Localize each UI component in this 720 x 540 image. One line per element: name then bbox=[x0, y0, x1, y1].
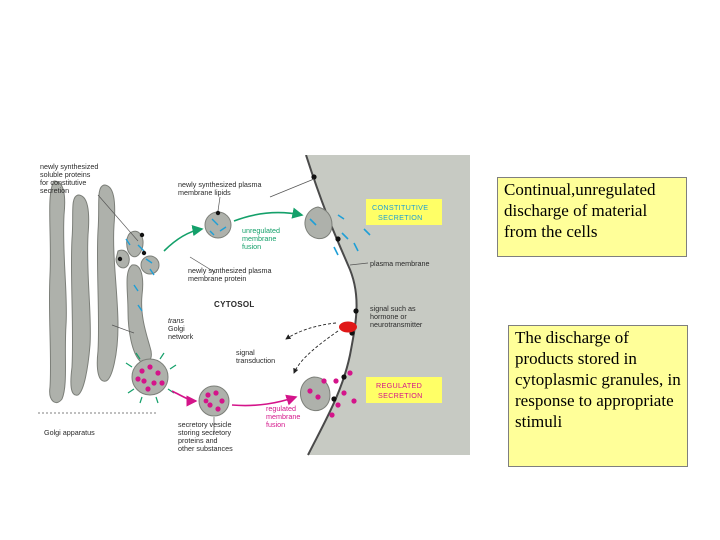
constitutive-cargo-tgn bbox=[125, 238, 155, 312]
constitutive-vesicle-protein bbox=[215, 210, 221, 216]
label-constitutive-proteins: newly synthesized soluble proteins for c… bbox=[40, 162, 100, 195]
arrow-tgn-to-secretory-vesicle bbox=[171, 390, 198, 407]
arrow-vesicle-to-membrane bbox=[233, 207, 304, 222]
label-signal: signal such as hormone or neurotransmitt… bbox=[370, 304, 423, 329]
label-plasma-protein: newly synthesized plasma membrane protei… bbox=[188, 266, 274, 283]
regulated-secretion-box bbox=[366, 377, 442, 403]
secretory-vesicle-cargo bbox=[203, 390, 225, 412]
golgi-apparatus-shape bbox=[48, 180, 152, 403]
label-secretory-vesicle: secretory vesicle storing secretory prot… bbox=[178, 420, 234, 453]
regulated-secretion-note: The discharge of products stored in cyto… bbox=[508, 325, 688, 467]
arrow-tgn-to-vesicle bbox=[163, 225, 204, 252]
label-regulated-secretion: REGULATED SECRETION bbox=[376, 381, 424, 400]
secreted-constitutive-cargo bbox=[309, 214, 371, 256]
label-regulated-fusion: regulated membrane fusion bbox=[266, 404, 302, 429]
label-trans-golgi: trans Golgi network bbox=[168, 316, 194, 341]
label-signal-transduction: signal transduction bbox=[236, 348, 275, 365]
label-unregulated-fusion: unregulated membrane fusion bbox=[242, 226, 282, 251]
label-plasma-lipids: newly synthesized plasma membrane lipids bbox=[178, 180, 264, 197]
leader-lines bbox=[38, 178, 369, 435]
secreted-regulated-cargo bbox=[307, 370, 357, 418]
secretion-pathways-diagram: newly synthesized soluble proteins for c… bbox=[38, 155, 470, 456]
constitutive-fusion-pit bbox=[304, 206, 333, 240]
membrane-protein-dots bbox=[311, 174, 359, 402]
golgi-membrane-proteins bbox=[117, 232, 147, 262]
regulated-cargo-dots-tgn bbox=[135, 364, 165, 392]
tgn-vesicle-regulated bbox=[131, 358, 169, 396]
constitutive-secretion-box bbox=[366, 199, 442, 225]
constitutive-secretion-note: Continual,unregulated discharge of mater… bbox=[497, 177, 687, 257]
arrow-signal-transduction bbox=[293, 330, 339, 374]
label-golgi-apparatus: Golgi apparatus bbox=[44, 428, 95, 437]
label-plasma-membrane: plasma membrane bbox=[370, 259, 430, 268]
label-constitutive-secretion: CONSTITUTIVE SECRETION bbox=[372, 203, 431, 222]
label-cytosol: CYTOSOL bbox=[214, 300, 255, 309]
arrow-secretory-vesicle-to-membrane bbox=[231, 394, 298, 407]
arrow-signal-transduction-back bbox=[285, 322, 337, 340]
constitutive-vesicle-cargo bbox=[209, 218, 227, 236]
tgn-vesicle-constitutive bbox=[140, 255, 160, 275]
signal-molecule bbox=[339, 321, 357, 333]
